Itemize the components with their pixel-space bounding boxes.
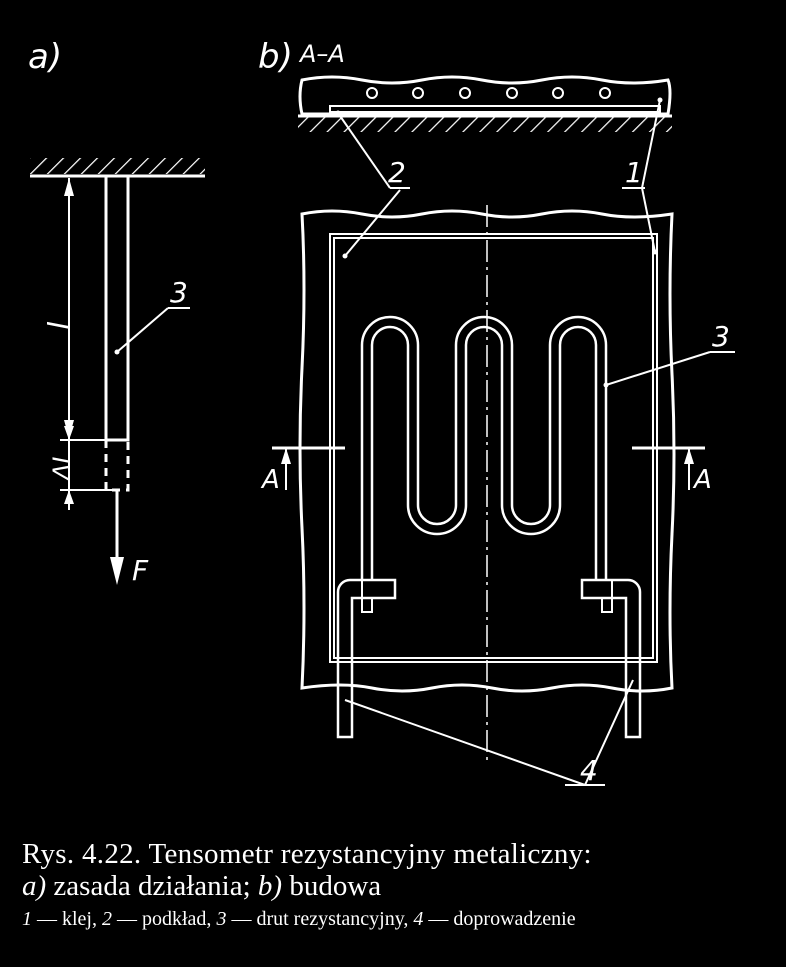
caption-part-b-text: budowa: [282, 870, 382, 902]
resistance-wire-outer: [360, 315, 608, 580]
leader-line: [584, 679, 634, 786]
callout-4: 4: [580, 754, 598, 787]
caption-part-a-label: a): [22, 870, 47, 902]
leader-line: [344, 189, 401, 257]
elongation-label: ΔL: [48, 450, 76, 482]
legend-text: — doprowadzenie: [423, 908, 576, 930]
legend-text: — podkład,: [112, 908, 217, 930]
force-arrowhead: [110, 557, 124, 585]
caption-parts: a) zasada działania; b) budowa: [22, 870, 782, 902]
legend-number: 1: [22, 908, 32, 930]
leader-dot: [342, 253, 348, 259]
leader-line: [116, 307, 169, 353]
wire-end-right: [601, 580, 613, 613]
part-a-principle: a) l ΔL F 3: [28, 37, 205, 587]
rod-elongation: [104, 440, 130, 492]
section-label: A–A: [298, 40, 345, 68]
base-layer-section: [329, 105, 661, 113]
legend-text: — drut rezystancyjny,: [226, 908, 414, 930]
wire-end-left: [361, 580, 373, 613]
part-b-label: b): [258, 37, 293, 77]
callout-2: 2: [388, 156, 406, 189]
leader-line: [641, 99, 661, 189]
legend-number: 3: [216, 908, 227, 930]
leader-line: [337, 112, 391, 189]
section-surface-hatch: [298, 116, 672, 132]
caption-part-b-label: b): [257, 870, 283, 902]
rod: [104, 174, 130, 442]
section-view-outline: [298, 75, 672, 116]
part-b-construction: b) A–A 2 1 3: [258, 37, 735, 787]
lead-right: [580, 578, 642, 739]
legend-text: — klej,: [32, 908, 102, 930]
object-surface-outline: [298, 209, 676, 693]
caption-legend: 1 — klej, 2 — podkład, 3 — drut rezystan…: [22, 906, 782, 932]
wire-cross-sections: [366, 87, 611, 99]
part-a-label: a): [28, 37, 62, 77]
fixed-support-hatch: [30, 158, 205, 174]
lead-left: [336, 578, 397, 739]
legend-number: 2: [102, 908, 112, 930]
callout-3b: 3: [712, 320, 730, 353]
legend-number: 4: [413, 908, 424, 930]
callout-1: 1: [625, 156, 643, 189]
section-marker-left: A: [260, 446, 345, 495]
caption-title: Rys. 4.22. Tensometr rezystancyjny metal…: [22, 838, 592, 870]
section-marker-right: A: [632, 446, 712, 495]
leader-line: [605, 351, 711, 386]
resistance-wire-inner: [370, 325, 598, 580]
figure-caption: Rys. 4.22. Tensometr rezystancyjny metal…: [22, 838, 782, 932]
leader-line: [344, 699, 586, 786]
force-label: F: [132, 554, 149, 587]
length-label: l: [43, 321, 78, 330]
section-mark-label: A: [260, 465, 280, 495]
caption-part-a-text: zasada działania;: [46, 870, 258, 902]
callout-3a: 3: [170, 276, 188, 309]
section-mark-label: A: [692, 465, 712, 495]
